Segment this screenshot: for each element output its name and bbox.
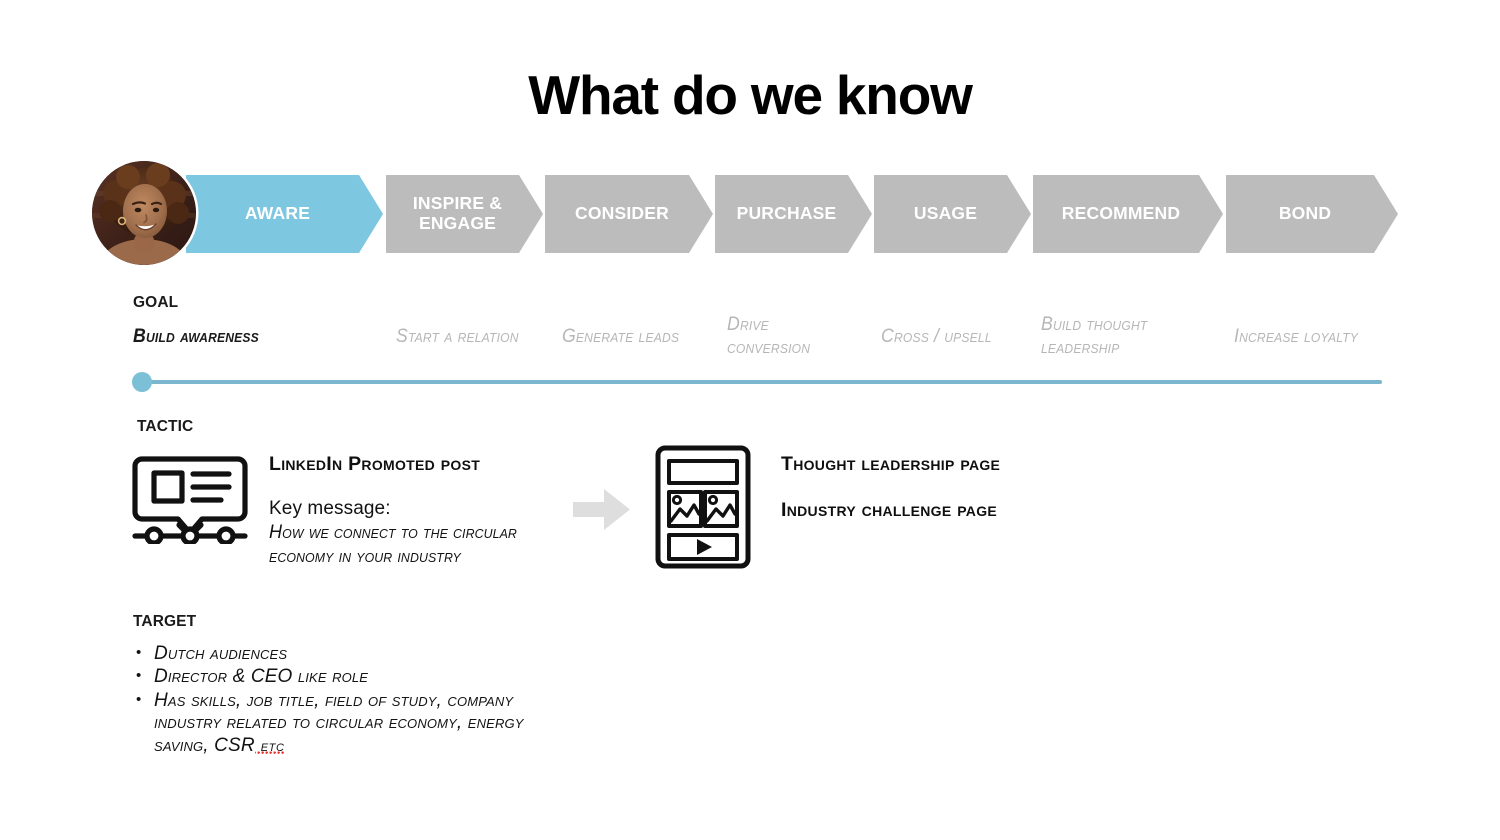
target-list: Dutch audiencesDirector & CEO like roleH…	[133, 642, 563, 759]
tactic-heading: TACTIC	[137, 418, 194, 435]
persona-avatar[interactable]	[92, 161, 196, 265]
goal-item: Build awareness	[133, 326, 259, 347]
journey-stage-consider[interactable]: CONSIDER	[545, 175, 713, 253]
journey-stage-label: CONSIDER	[575, 203, 669, 224]
page-title-thought-leadership: Thought leadership page	[781, 453, 1001, 475]
goal-item: Drive conversion	[727, 314, 811, 359]
timeline-track[interactable]	[141, 380, 1382, 384]
journey-stage-label: AWARE	[244, 203, 311, 224]
tactic-post-title: LinkedIn Promoted post	[269, 453, 481, 475]
page-title-industry-challenge: Industry challenge page	[781, 499, 998, 521]
target-list-item: Dutch audiences	[133, 642, 563, 666]
timeline-marker[interactable]	[132, 372, 152, 392]
journey-stage-bond[interactable]: BOND	[1226, 175, 1398, 253]
journey-stage-label: BOND	[1278, 203, 1332, 224]
journey-stage-usage[interactable]: USAGE	[874, 175, 1031, 253]
journey-stage-label: INSPIRE &ENGAGE	[412, 193, 503, 233]
key-message-text: How we connect to the circular economy i…	[269, 522, 517, 568]
avatar-photo	[92, 161, 196, 265]
journey-stage-label: RECOMMEND	[1061, 203, 1181, 224]
goal-item: Build thought leadership	[1041, 314, 1148, 359]
webpage-icon	[655, 445, 751, 574]
journey-stage-label: USAGE	[913, 203, 978, 224]
journey-stage-purchase[interactable]: PURCHASE	[715, 175, 872, 253]
page-title: What do we know	[528, 64, 973, 126]
journey-stage-aware[interactable]: AWARE	[186, 175, 383, 253]
journey-stage-recommend[interactable]: RECOMMEND	[1033, 175, 1223, 253]
goal-item: Generate leads	[562, 326, 680, 347]
target-list-item: Director & CEO like role	[133, 665, 563, 689]
journey-stage-label: PURCHASE	[736, 203, 837, 224]
goal-item: Increase loyalty	[1234, 326, 1359, 347]
goal-heading: GOAL	[133, 294, 179, 311]
target-list-item: Has skills, job title, field of study, c…	[133, 689, 563, 759]
right-arrow-icon	[573, 487, 631, 537]
target-heading: TARGET	[133, 613, 197, 630]
goal-item: Cross / upsell	[881, 326, 992, 347]
misspelled-word: etc	[254, 738, 285, 756]
linkedin-post-icon	[132, 452, 248, 549]
key-message-label: Key message:	[269, 498, 391, 519]
journey-stage-inspire-engage[interactable]: INSPIRE &ENGAGE	[386, 175, 543, 253]
goal-item: Start a relation	[396, 326, 519, 347]
